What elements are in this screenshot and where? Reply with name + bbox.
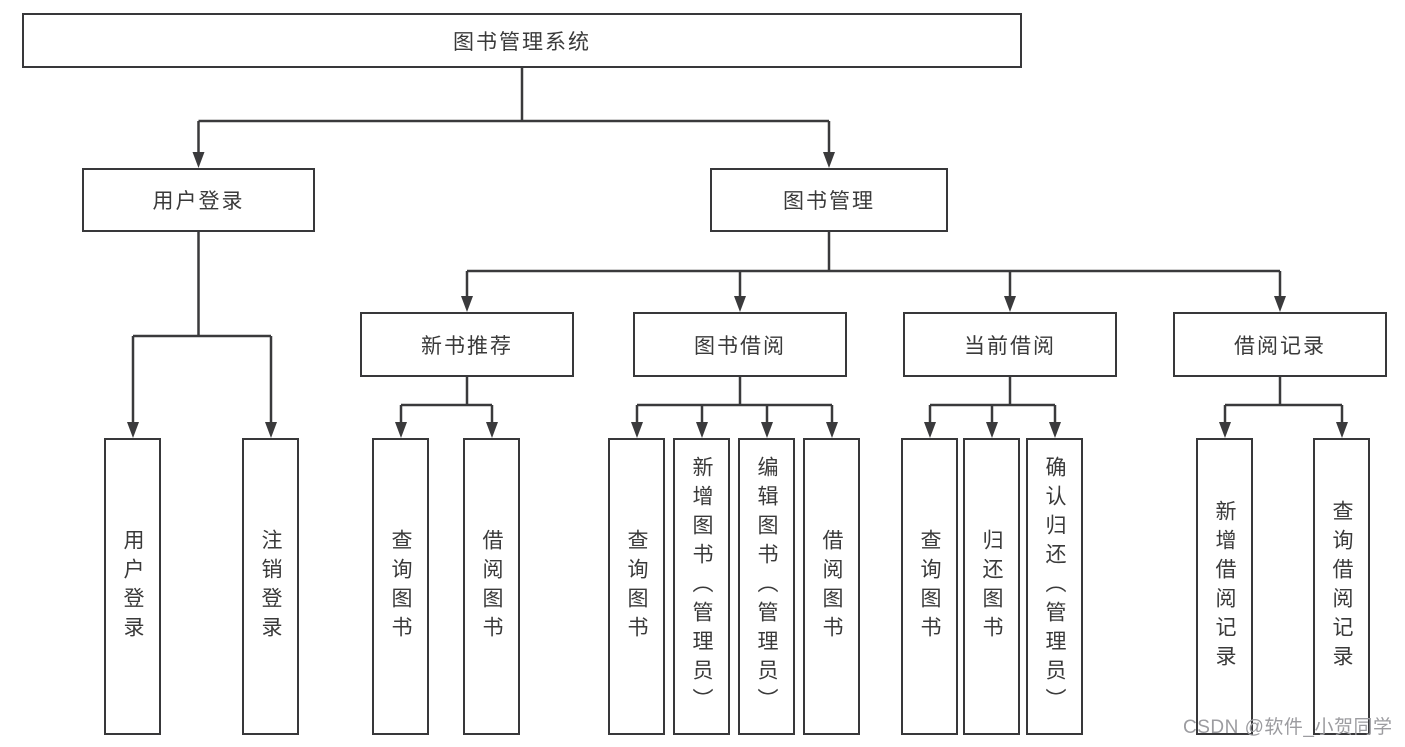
node-borrow-records-label: 借阅记录 [1234, 334, 1326, 358]
leaf-newbooks-query-label: 查询图书 [389, 528, 412, 645]
leaf-records-add: 新增借阅记录 [1196, 438, 1253, 735]
leaf-current-return-label: 归还图书 [980, 528, 1003, 645]
leaf-logout: 注销登录 [242, 438, 299, 735]
leaf-borrow-query: 查询图书 [608, 438, 665, 735]
leaf-borrow-edit-admin: 编辑图书（管理员） [738, 438, 795, 735]
edge-bookborrow-to-leaves [631, 377, 838, 438]
node-book-management: 图书管理 [710, 168, 948, 232]
leaf-borrow-borrow: 借阅图书 [803, 438, 860, 735]
edge-bookmgmt-to-level3 [461, 232, 1286, 312]
leaf-newbooks-query: 查询图书 [372, 438, 429, 735]
node-current-borrow: 当前借阅 [903, 312, 1117, 377]
leaf-borrow-query-label: 查询图书 [625, 528, 648, 645]
node-book-borrow: 图书借阅 [633, 312, 847, 377]
leaf-records-add-label: 新增借阅记录 [1213, 499, 1236, 674]
node-borrow-records: 借阅记录 [1173, 312, 1387, 377]
leaf-current-return: 归还图书 [963, 438, 1020, 735]
leaf-current-query: 查询图书 [901, 438, 958, 735]
leaf-user-login-label: 用户登录 [121, 528, 144, 645]
edge-currentborrow-to-leaves [924, 377, 1061, 438]
edge-root-to-level2 [192, 68, 835, 168]
node-book-management-label: 图书管理 [783, 190, 875, 213]
node-current-borrow-label: 当前借阅 [964, 334, 1056, 358]
leaf-borrow-borrow-label: 借阅图书 [820, 528, 843, 645]
leaf-records-query-label: 查询借阅记录 [1330, 499, 1353, 674]
leaf-records-query: 查询借阅记录 [1313, 438, 1370, 735]
leaf-newbooks-borrow-label: 借阅图书 [480, 528, 503, 645]
node-user-login: 用户登录 [82, 168, 315, 232]
leaf-borrow-add-admin-label: 新增图书（管理员） [690, 456, 713, 717]
leaf-current-confirm-admin: 确认归还（管理员） [1026, 438, 1083, 735]
leaf-user-login: 用户登录 [104, 438, 161, 735]
leaf-borrow-add-admin: 新增图书（管理员） [673, 438, 730, 735]
node-system-root: 图书管理系统 [22, 13, 1022, 68]
watermark: CSDN @软件_小贺同学 [1183, 717, 1393, 738]
node-user-login-label: 用户登录 [152, 190, 245, 213]
leaf-current-confirm-admin-label: 确认归还（管理员） [1043, 456, 1066, 717]
node-system-root-label: 图书管理系统 [453, 30, 591, 54]
leaf-newbooks-borrow: 借阅图书 [463, 438, 520, 735]
edge-newbooks-to-leaves [395, 377, 498, 438]
leaf-borrow-edit-admin-label: 编辑图书（管理员） [755, 456, 778, 717]
leaf-current-query-label: 查询图书 [918, 528, 941, 645]
node-new-book-recommend: 新书推荐 [360, 312, 574, 377]
node-book-borrow-label: 图书借阅 [694, 334, 786, 358]
edge-records-to-leaves [1219, 377, 1348, 438]
leaf-logout-label: 注销登录 [259, 528, 282, 645]
node-new-book-recommend-label: 新书推荐 [421, 334, 513, 358]
edge-userlogin-to-leaves [127, 232, 277, 438]
